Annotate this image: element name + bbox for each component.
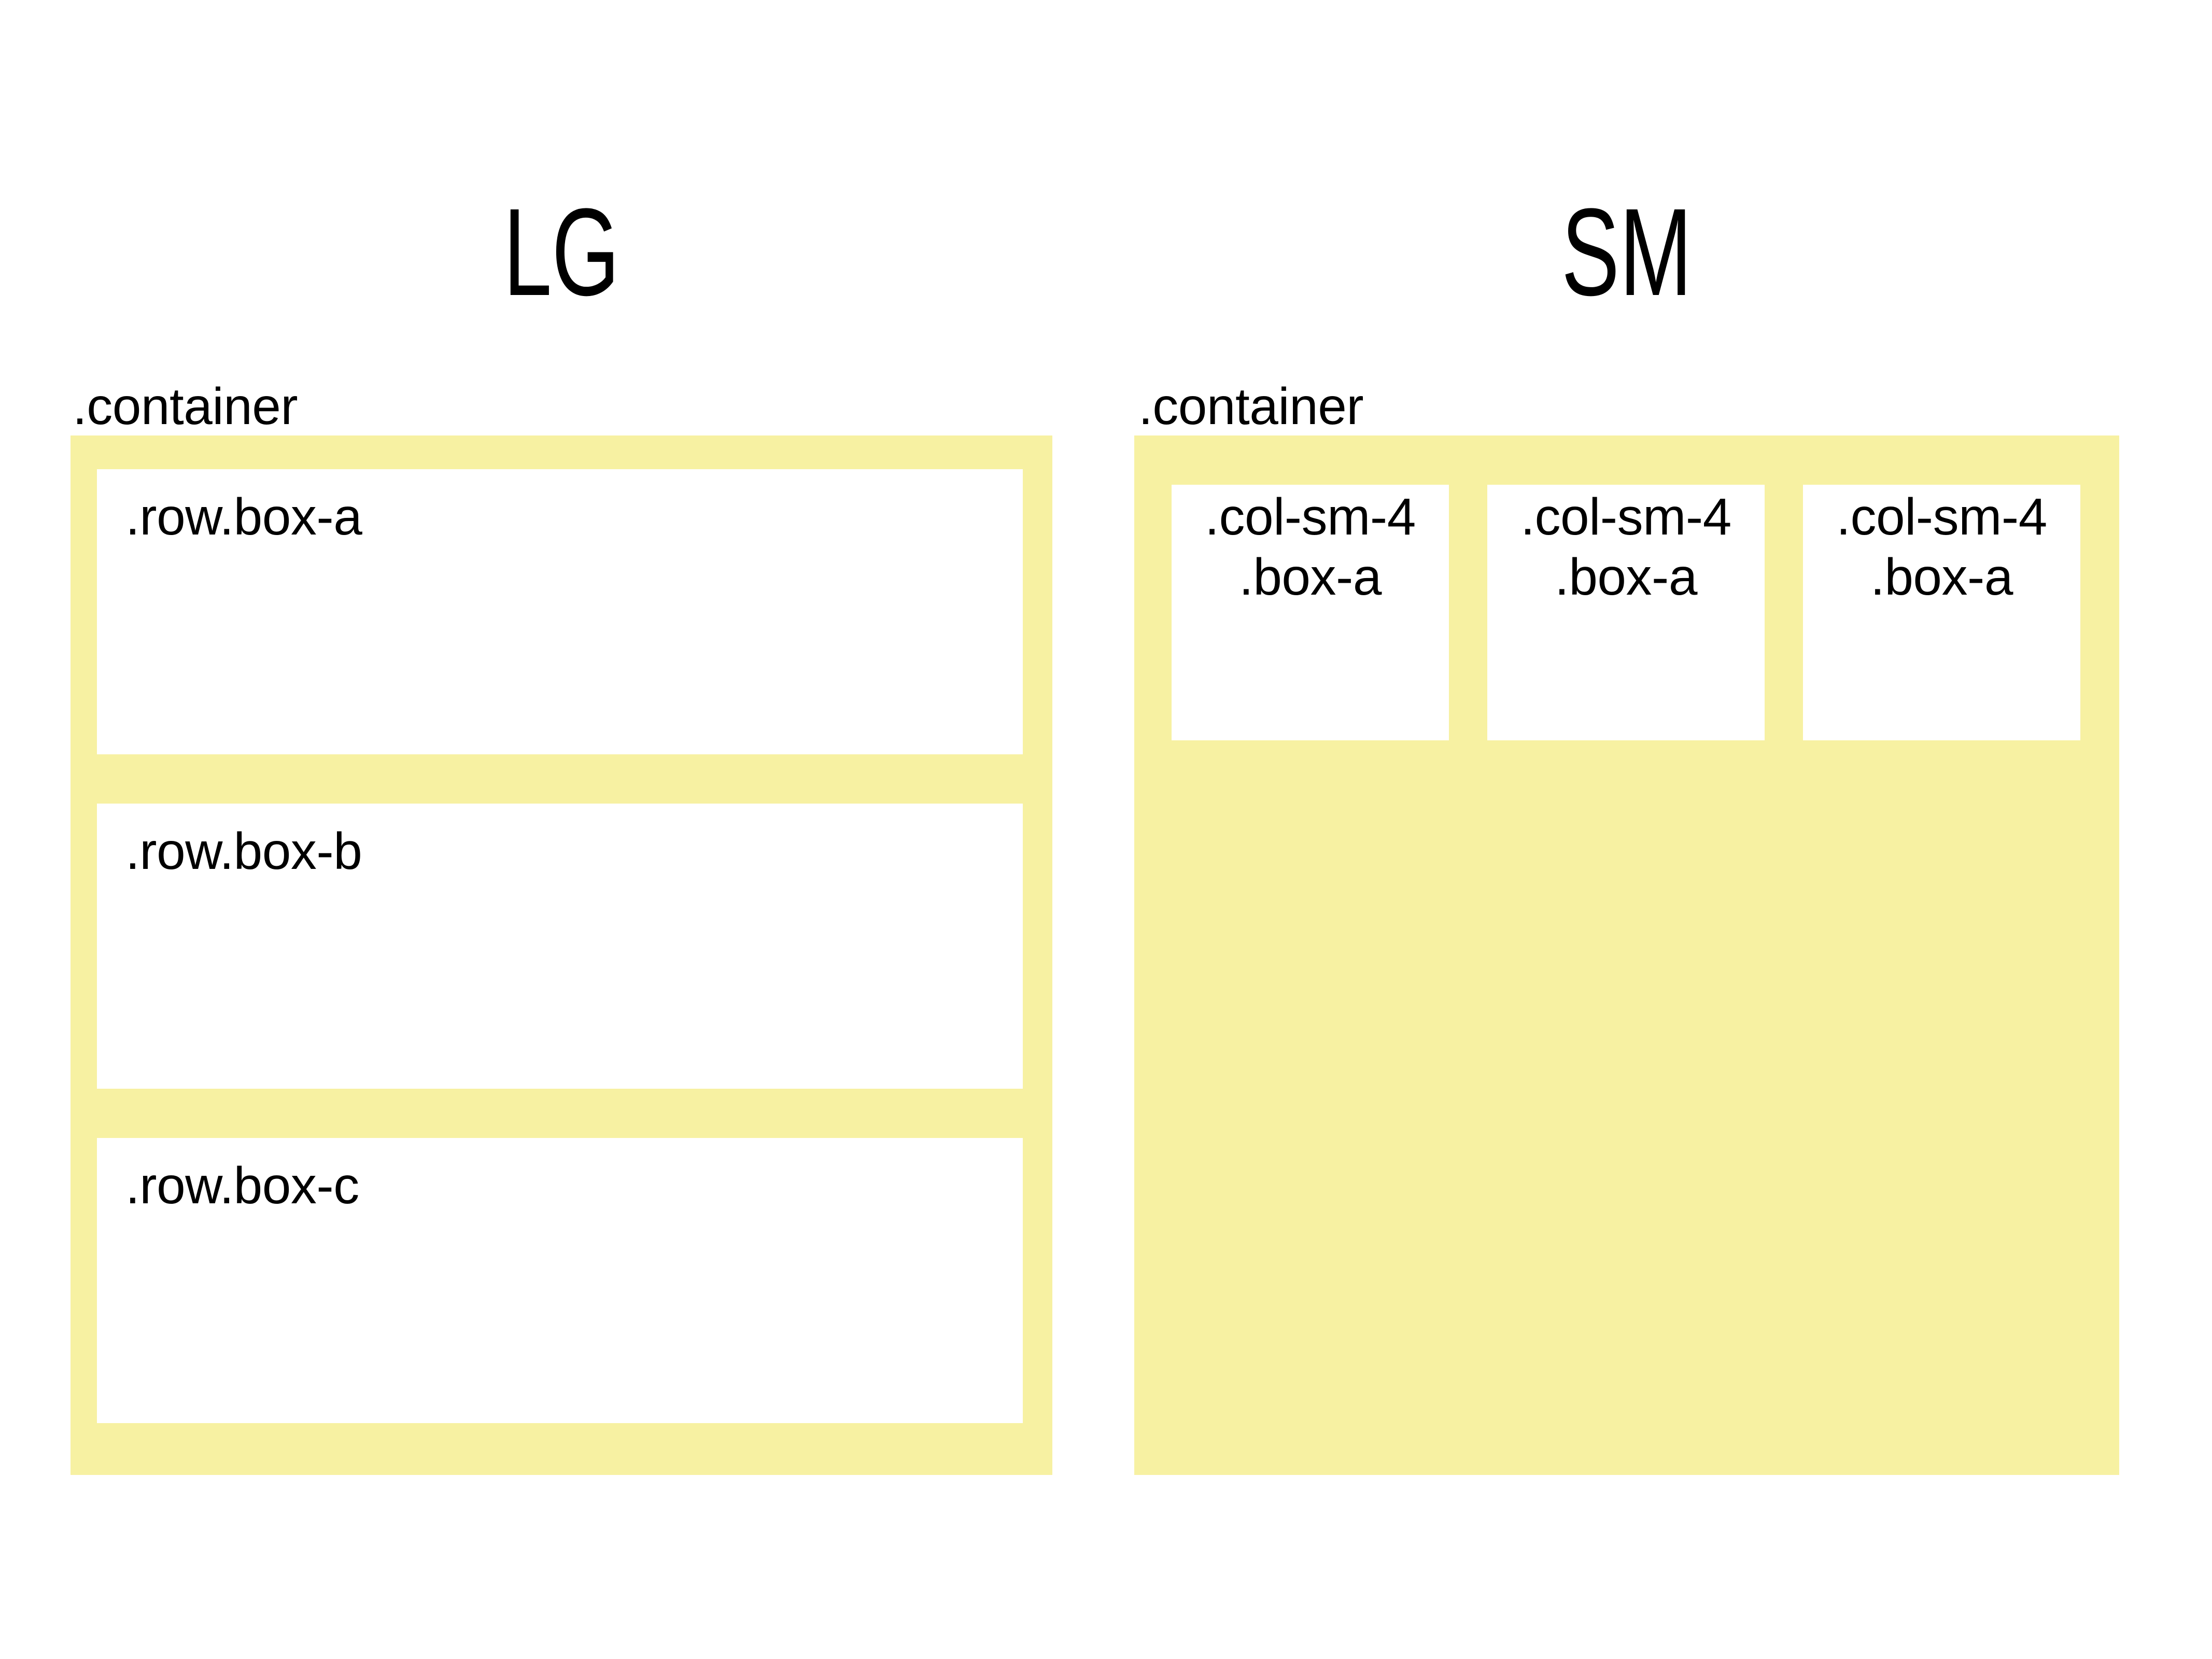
col-box-1-box-line: .box-a: [1239, 548, 1382, 606]
lg-container: .row.box-a .row.box-b .row.box-c: [71, 435, 1052, 1475]
sm-container-label: .container: [1138, 377, 1364, 435]
col-box-3-class-line: .col-sm-4: [1836, 488, 2047, 546]
col-box-1-class-line: .col-sm-4: [1205, 488, 1416, 546]
row-box-b: .row.box-b: [97, 804, 1023, 1089]
lg-breakpoint-title-text: LG: [503, 182, 620, 321]
col-box-2-box-line: .box-a: [1555, 548, 1697, 606]
col-box-2-class-line: .col-sm-4: [1520, 488, 1731, 546]
lg-container-label: .container: [73, 377, 298, 435]
row-box-c-label: .row.box-c: [125, 1157, 359, 1215]
sm-breakpoint-title: SM: [1134, 190, 2119, 314]
col-box-3: .col-sm-4 .box-a: [1803, 485, 2080, 740]
row-box-a-label: .row.box-a: [125, 488, 362, 546]
row-box-c: .row.box-c: [97, 1138, 1023, 1423]
lg-breakpoint-title: LG: [71, 190, 1052, 314]
sm-breakpoint-title-text: SM: [1561, 182, 1692, 321]
col-box-2: .col-sm-4 .box-a: [1487, 485, 1765, 740]
sm-container: .col-sm-4 .box-a .col-sm-4 .box-a .col-s…: [1134, 435, 2119, 1475]
row-box-a: .row.box-a: [97, 469, 1023, 754]
col-box-3-box-line: .box-a: [1870, 548, 2013, 606]
col-box-1: .col-sm-4 .box-a: [1172, 485, 1449, 740]
row-box-b-label: .row.box-b: [125, 822, 362, 880]
